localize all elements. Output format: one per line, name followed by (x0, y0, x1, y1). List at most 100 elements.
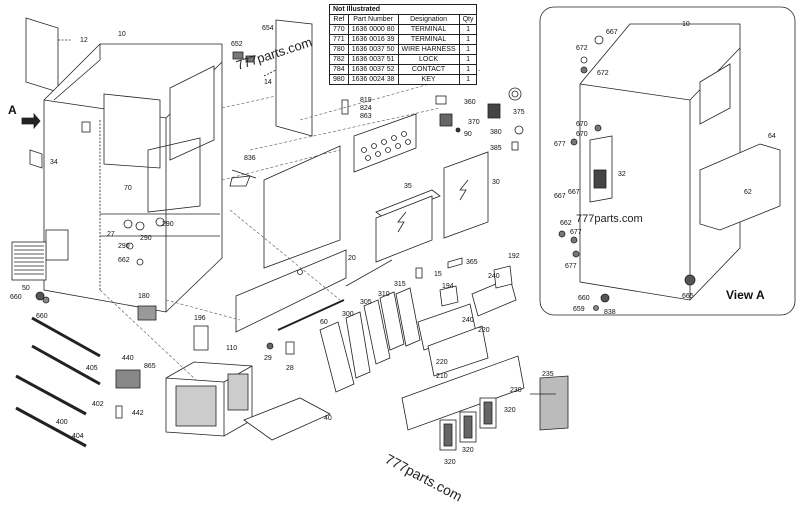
callout: 320 (462, 447, 474, 454)
view-a-arrow-label: A (8, 103, 17, 117)
callout: 662 (118, 257, 130, 264)
callout: 863 (360, 113, 372, 120)
fan-fitting-part (42, 296, 50, 304)
table-cell: KEY (397, 74, 460, 85)
table-cell: CONTACT (397, 64, 460, 75)
clip-part (245, 55, 255, 63)
busbar-brackets (319, 257, 517, 393)
callout: 70 (124, 185, 132, 192)
callout: 35 (404, 183, 412, 190)
callout: 670 (576, 131, 588, 138)
callout: 32 (618, 171, 626, 178)
callout: 62 (744, 189, 752, 196)
rail-404 (15, 406, 87, 448)
callout: 672 (576, 45, 588, 52)
callout: 380 (490, 129, 502, 136)
bracket-196-part (193, 325, 209, 351)
mount-bracket-part (341, 99, 349, 115)
watermark: 777parts.com (576, 213, 643, 225)
callout: 29 (264, 355, 272, 362)
callout: 320 (444, 459, 456, 466)
view-a-inset (539, 6, 796, 316)
table-cell: 780 (329, 44, 349, 55)
table-cell: TERMINAL (397, 24, 460, 35)
table-cell: 1636 0037 52 (347, 64, 399, 75)
cover-35-part (375, 189, 441, 263)
callout: 290 (162, 221, 174, 228)
fuse-part (115, 405, 123, 419)
table-cell: 980 (329, 74, 349, 85)
callout: 402 (92, 401, 104, 408)
callout: 192 (508, 253, 520, 260)
callout: 64 (768, 133, 776, 140)
callout: 315 (394, 281, 406, 288)
callout: 665 (682, 293, 694, 300)
table-cell: 1636 0000 80 (347, 24, 399, 35)
callout: 290 (118, 243, 130, 250)
table-cell: 784 (329, 64, 349, 75)
callout: 654 (262, 25, 274, 32)
callout: 320 (504, 407, 516, 414)
callout: 305 (360, 299, 372, 306)
callout: 660 (10, 294, 22, 301)
not-illustrated-table: Not Illustrated Ref Part Number Designat… (328, 4, 478, 85)
transformer-part (165, 361, 253, 437)
rail-405 (31, 316, 101, 358)
callout: 404 (72, 433, 84, 440)
table-row: 780 1636 0037 50 WIRE HARNESS 1 (329, 44, 478, 55)
callout: 667 (606, 29, 618, 36)
rail-part (345, 259, 393, 287)
table-cell: WIRE HARNESS (397, 44, 460, 55)
callout: 385 (490, 145, 502, 152)
callout: 14 (264, 79, 272, 86)
table-cell: 1 (458, 74, 478, 85)
cover-30-part (443, 151, 489, 239)
table-header: Ref (329, 14, 349, 25)
callout: 672 (597, 70, 609, 77)
callout: 440 (122, 355, 134, 362)
clip-part (232, 51, 244, 60)
relay-180-part (137, 305, 157, 321)
callout: 370 (468, 119, 480, 126)
table-cell: 1636 0037 50 (347, 44, 399, 55)
table-cell: 1 (458, 64, 478, 75)
fan-fitting-part (35, 291, 45, 301)
base-tray-part (243, 397, 331, 441)
callout: 667 (568, 189, 580, 196)
callout: 34 (50, 159, 58, 166)
callout: 240 (488, 273, 500, 280)
callout: 235 (542, 371, 554, 378)
callout: 360 (464, 99, 476, 106)
cover-plate-34 (29, 149, 43, 169)
callout: 50 (22, 285, 30, 292)
view-a-arrow (21, 112, 41, 130)
callout: 400 (56, 419, 68, 426)
callout: 196 (194, 315, 206, 322)
callout: 375 (513, 109, 525, 116)
table-cell: 1636 0037 51 (347, 54, 399, 65)
table-cell: 771 (329, 34, 349, 45)
callout: 12 (80, 37, 88, 44)
table-row: 771 1636 0016 39 TERMINAL 1 (329, 34, 478, 45)
callout: 27 (107, 231, 115, 238)
callout: 677 (554, 141, 566, 148)
callout: 28 (286, 365, 294, 372)
table-row: 770 1636 0000 80 TERMINAL 1 (329, 24, 478, 35)
callout: 660 (36, 313, 48, 320)
callout: 20 (348, 255, 356, 262)
callout: 300 (342, 311, 354, 318)
table-row: 784 1636 0037 52 CONTACT 1 (329, 64, 478, 75)
callout: 662 (560, 220, 572, 227)
table-cell: 1636 0016 39 (347, 34, 399, 45)
table-cell: 1 (458, 24, 478, 35)
terminal-plate-part (401, 355, 525, 451)
callout: 220 (436, 359, 448, 366)
callout: 290 (140, 235, 152, 242)
table-cell: LOCK (397, 54, 460, 65)
callout: 677 (565, 263, 577, 270)
callout: 15 (434, 271, 442, 278)
callout: 220 (478, 327, 490, 334)
table-cell: 782 (329, 54, 349, 65)
callout: 659 (573, 306, 585, 313)
rail-part (277, 299, 345, 331)
